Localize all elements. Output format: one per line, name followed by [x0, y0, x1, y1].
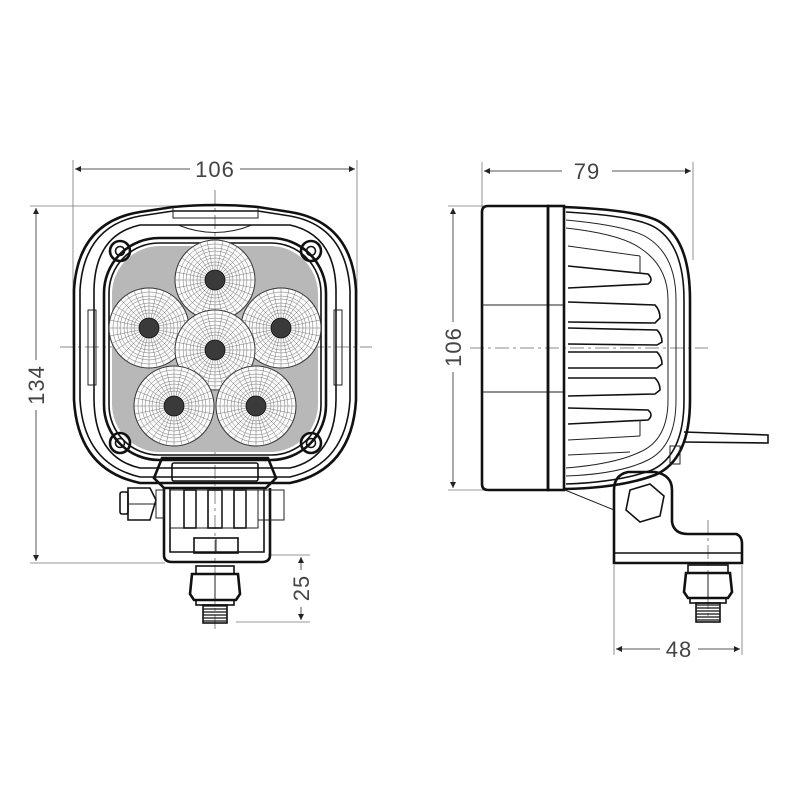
dimension-height: 134 — [24, 205, 215, 564]
dimension-side-height: 106 — [441, 205, 484, 491]
dimension-depth: 79 — [481, 159, 694, 260]
led-icon — [215, 365, 297, 447]
side-view: 79 106 48 — [441, 159, 769, 662]
led-icon — [133, 365, 215, 447]
dimension-width-label: 106 — [195, 157, 235, 182]
dimension-side-height-label: 106 — [441, 327, 466, 367]
dimension-bracket-width: 48 — [613, 565, 743, 662]
front-view: 106 134 25 — [24, 157, 372, 630]
screw-icon — [299, 431, 323, 455]
screw-icon — [108, 239, 132, 263]
screw-icon — [108, 431, 132, 455]
dimension-width: 106 — [72, 157, 358, 345]
side-mount-bracket — [564, 470, 744, 565]
mounting-stud — [188, 565, 242, 624]
mount-bracket — [119, 487, 285, 564]
dimension-stud-label: 25 — [289, 575, 314, 601]
dimension-height-label: 134 — [24, 365, 49, 405]
dimension-bracket-label: 48 — [666, 637, 692, 662]
led-icon — [174, 239, 256, 321]
dimension-depth-label: 79 — [574, 159, 600, 184]
side-mounting-stud — [682, 564, 734, 623]
screw-icon — [299, 239, 323, 263]
dimension-stud-length: 25 — [236, 554, 314, 623]
